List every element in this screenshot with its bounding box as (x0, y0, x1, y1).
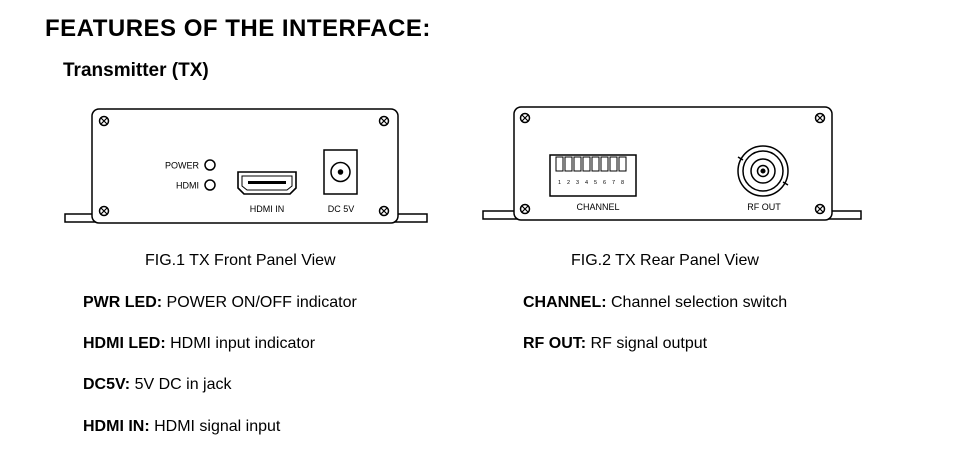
front-box (91, 108, 399, 224)
screw-icon (378, 205, 390, 217)
hdmi-led-label: HDMI (176, 181, 199, 191)
section-title: Transmitter (TX) (63, 60, 209, 81)
desc-term: HDMI IN: (83, 418, 150, 435)
rear-panel-caption: FIG.2 TX Rear Panel View (571, 252, 759, 269)
rf-out-label: RF OUT (747, 202, 781, 212)
desc-term: RF OUT: (523, 335, 587, 352)
desc-term: HDMI LED: (83, 335, 166, 352)
desc-channel: CHANNEL: Channel selection switch (523, 294, 787, 312)
desc-pwr-led: PWR LED: POWER ON/OFF indicator (83, 294, 357, 312)
desc-text: POWER ON/OFF indicator (162, 294, 357, 311)
desc-text: RF signal output (586, 335, 708, 352)
desc-term: PWR LED: (83, 294, 163, 311)
rear-panel (482, 106, 862, 221)
desc-text: 5V DC in jack (130, 376, 232, 393)
switch-number: 3 (576, 180, 579, 186)
desc-hdmi-in: HDMI IN: HDMI signal input (83, 418, 280, 436)
switch-number: 2 (567, 180, 570, 186)
bnc-connector-icon (737, 145, 789, 197)
switch-number: 5 (594, 180, 597, 186)
channel-label: CHANNEL (576, 202, 619, 212)
hdmi-in-label: HDMI IN (250, 204, 285, 214)
dc-jack-icon (323, 149, 358, 195)
desc-dc5v: DC5V: 5V DC in jack (83, 376, 232, 394)
desc-term: CHANNEL: (523, 294, 607, 311)
screw-icon (98, 115, 110, 127)
screw-icon (814, 112, 826, 124)
desc-text: Channel selection switch (606, 294, 788, 311)
desc-term: DC5V: (83, 376, 131, 393)
switch-number: 1 (558, 180, 561, 186)
switch-number: 6 (603, 180, 606, 186)
desc-rf-out: RF OUT: RF signal output (523, 335, 707, 353)
front-panel-caption: FIG.1 TX Front Panel View (145, 252, 336, 269)
switch-numbers: 1 2 3 4 5 6 7 8 (558, 180, 624, 186)
front-panel (64, 108, 428, 224)
screw-icon (519, 112, 531, 124)
switch-number: 4 (585, 180, 588, 186)
screw-icon (98, 205, 110, 217)
switch-number: 7 (612, 180, 615, 186)
desc-text: HDMI signal input (149, 418, 281, 435)
hdmi-led-icon (204, 179, 216, 191)
rear-box (513, 106, 833, 221)
switch-number: 8 (621, 180, 624, 186)
desc-text: HDMI input indicator (165, 335, 316, 352)
dc-5v-label: DC 5V (328, 204, 355, 214)
power-led-icon (204, 159, 216, 171)
screw-icon (519, 203, 531, 215)
desc-hdmi-led: HDMI LED: HDMI input indicator (83, 335, 315, 353)
screw-icon (814, 203, 826, 215)
screw-icon (378, 115, 390, 127)
power-label: POWER (165, 161, 200, 171)
page-title: FEATURES OF THE INTERFACE: (45, 15, 431, 42)
hdmi-port-icon (237, 171, 297, 195)
dip-switch-icon (549, 154, 637, 197)
